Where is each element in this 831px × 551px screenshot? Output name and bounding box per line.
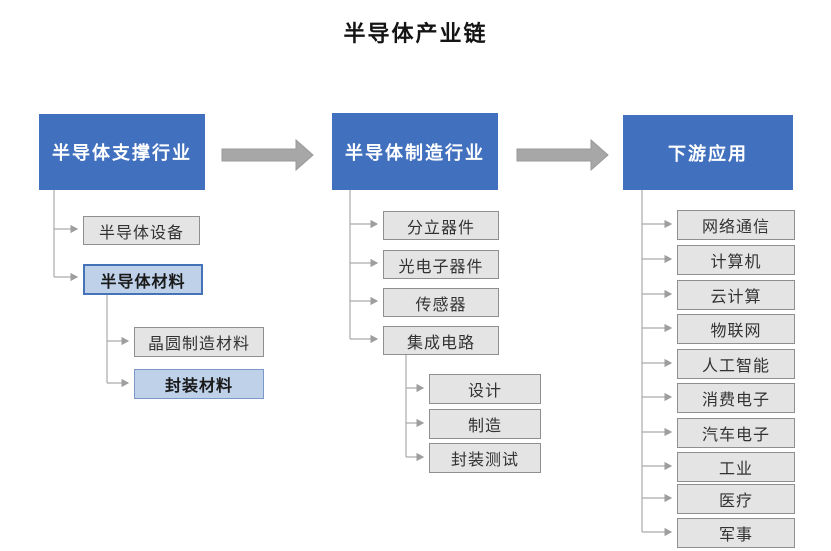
column-header-manufacturing-industry: 半导体制造行业 xyxy=(332,113,498,190)
node-semiconductor-materials: 半导体材料 xyxy=(83,264,203,295)
node-discrete-devices: 分立器件 xyxy=(383,211,499,240)
node-artificial-intelligence: 人工智能 xyxy=(677,349,795,379)
node-military: 军事 xyxy=(677,518,795,548)
node-semiconductor-equipment: 半导体设备 xyxy=(83,216,200,245)
node-ic-design: 设计 xyxy=(429,374,541,404)
column-header-downstream-applications: 下游应用 xyxy=(623,115,793,190)
node-ic-packaging-testing: 封装测试 xyxy=(429,443,541,473)
column3-connectors xyxy=(641,190,673,537)
diagram-title: 半导体产业链 xyxy=(343,21,488,46)
node-ic-manufacturing: 制造 xyxy=(429,409,541,439)
node-wafer-manufacturing-materials: 晶圆制造材料 xyxy=(134,327,264,357)
node-cloud-computing: 云计算 xyxy=(677,280,795,310)
node-integrated-circuits: 集成电路 xyxy=(383,326,499,355)
node-consumer-electronics: 消费电子 xyxy=(677,383,795,413)
node-computer: 计算机 xyxy=(677,245,795,275)
node-packaging-materials: 封装材料 xyxy=(134,369,264,399)
flow-arrow-1 xyxy=(221,138,314,172)
node-optoelectronic-devices: 光电子器件 xyxy=(383,250,499,279)
node-sensors: 传感器 xyxy=(383,288,499,317)
column-header-supporting-industry: 半导体支撑行业 xyxy=(39,114,205,190)
node-automotive-electronics: 汽车电子 xyxy=(677,418,795,448)
node-medical: 医疗 xyxy=(677,484,795,514)
node-network-communication: 网络通信 xyxy=(677,210,795,240)
node-iot: 物联网 xyxy=(677,314,795,344)
flow-arrow-2 xyxy=(516,138,609,172)
node-industrial: 工业 xyxy=(677,452,795,482)
